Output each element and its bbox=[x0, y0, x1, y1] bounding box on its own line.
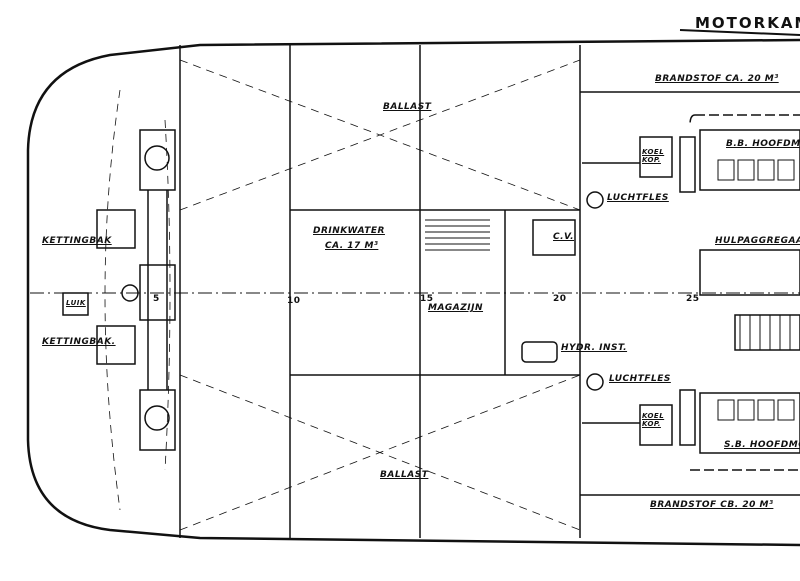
drawing-title: MOTORKAM bbox=[695, 14, 800, 32]
frame-number: 10 bbox=[287, 296, 301, 306]
fuel-tank-bottom-label: BRANDSTOF CB. 20 M³ bbox=[650, 500, 774, 510]
hull-outline bbox=[26, 38, 800, 547]
koel-bottom-label: KOEL KOP. bbox=[642, 412, 665, 428]
frame-number: 20 bbox=[553, 294, 567, 304]
drinkwater-label: DRINKWATER bbox=[313, 226, 385, 236]
kettingbak-bottom-label: KETTINGBAK. bbox=[42, 337, 116, 347]
frame-number: 25 bbox=[686, 294, 700, 304]
magazijn-label: MAGAZIJN bbox=[428, 303, 484, 313]
luchtfles-top-label: LUCHTFLES bbox=[607, 193, 669, 203]
hydr-inst-label: HYDR. INST. bbox=[561, 343, 628, 353]
fuel-tank-top-label: BRANDSTOF CA. 20 M³ bbox=[655, 74, 779, 84]
sb-hoofdmotor-label: S.B. HOOFDMOT bbox=[724, 440, 800, 450]
cv-label: C.V. bbox=[553, 232, 575, 242]
luik-label: LUIK bbox=[66, 299, 86, 307]
ballast-bottom-label: BALLAST bbox=[380, 470, 429, 480]
drinkwater-volume-label: CA. 17 M³ bbox=[325, 241, 379, 251]
kettingbak-top-label: KETTINGBAK bbox=[42, 236, 112, 246]
luchtfles-bottom-label: LUCHTFLES bbox=[609, 374, 671, 384]
frame-number: 15 bbox=[420, 294, 434, 304]
frame-number: 5 bbox=[153, 294, 160, 304]
bb-hoofdmotor-label: B.B. HOOFDMOT bbox=[726, 139, 800, 149]
hulpaggregaat-label: HULPAGGREGAAT bbox=[715, 236, 800, 246]
ballast-top-label: BALLAST bbox=[383, 102, 432, 112]
koel-top-label: KOEL KOP. bbox=[642, 148, 665, 164]
